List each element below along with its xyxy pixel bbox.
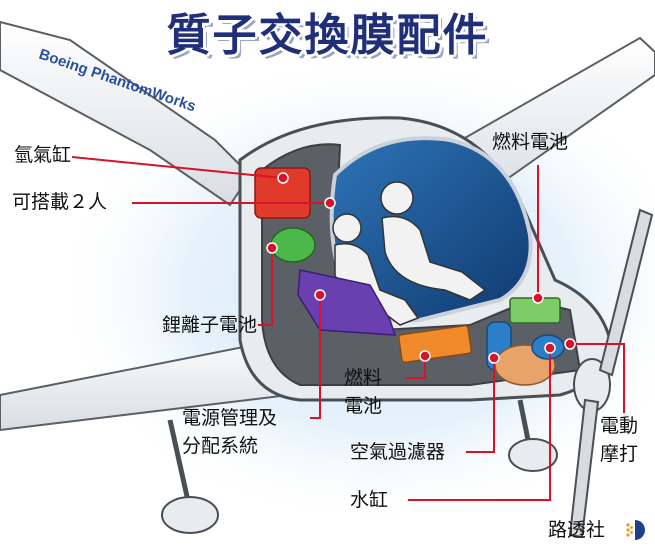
label-air-filter: 空氣過濾器 [350,441,446,463]
label-power-mgmt-1: 電源管理及 [182,407,278,429]
fuel-cell-mid-component [398,324,472,364]
label-power-mgmt-2: 分配系統 [182,435,259,457]
callout-dot-fuel-top [532,292,544,304]
callout-air-filter [466,358,495,453]
label-lithium-battery: 鋰離子電池 [162,314,258,336]
callout-dot-fuel-mid [419,350,431,362]
callout-power [310,295,321,419]
diagram-title: 質子交換膜配件 [166,10,489,61]
callout-dot-water [544,342,556,354]
reuters-logo-icon [626,520,645,540]
callout-fuel-mid [405,356,426,379]
callout-dot-hydrogen [277,172,289,184]
callout-water [408,348,551,501]
callout-dot-lithium [266,242,278,254]
label-motor-1: 電動 [600,415,639,437]
callout-dot-two-people [324,197,336,209]
label-motor-2: 摩打 [600,443,639,465]
label-water-tank: 水缸 [350,489,389,511]
callout-hydrogen [71,156,284,179]
callout-dot-motor [564,338,576,350]
callout-dot-air-filter [488,352,500,364]
label-two-people: 可搭載２人 [12,191,108,213]
landing-gear [161,399,558,534]
callout-dot-power [314,289,326,301]
pilot-front [380,181,487,301]
callout-lines [71,156,625,501]
label-hydrogen-tank: 氫氣缸 [14,144,72,166]
power-system-component [297,269,397,336]
callout-dots [266,172,576,364]
callout-lithium [258,248,273,326]
lithium-battery-component [270,227,316,263]
callout-motor [570,343,625,413]
label-fuel-cell-top: 燃料電池 [492,131,569,153]
propeller [568,208,654,539]
label-fuel-cell-mid-2: 電池 [344,395,383,417]
label-fuel-cell-mid-1: 燃料 [344,367,383,389]
hydrogen-tank-component [254,167,311,219]
credit-text: 路透社 [548,519,606,541]
